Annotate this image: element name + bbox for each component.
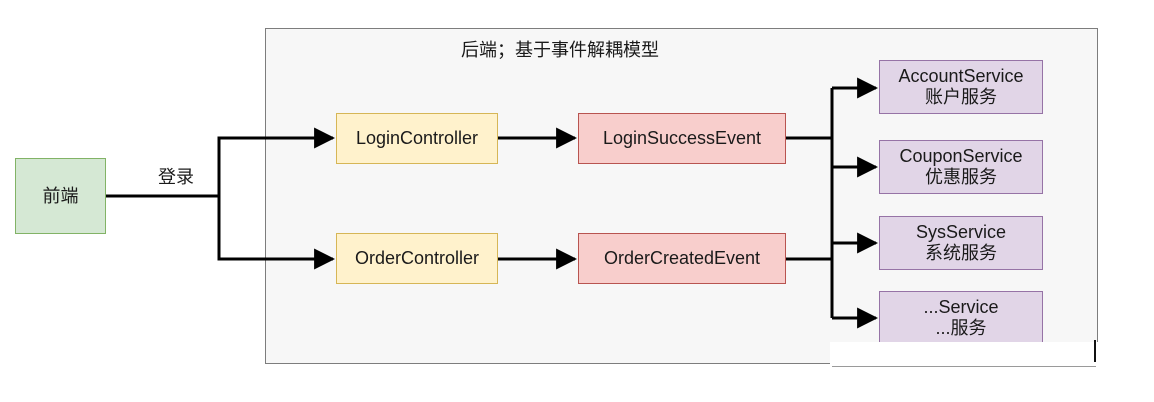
account-service-name: AccountService bbox=[898, 66, 1024, 86]
frontend-node: 前端 bbox=[15, 158, 106, 234]
crop-bottom-line bbox=[832, 366, 1096, 367]
sys-service-name: SysService bbox=[915, 222, 1007, 242]
login-success-event-label: LoginSuccessEvent bbox=[602, 128, 762, 148]
crop-overlay bbox=[830, 342, 1098, 368]
frontend-label: 前端 bbox=[42, 185, 79, 206]
login-edge-label: 登录 bbox=[158, 167, 194, 187]
edge-to-login-controller bbox=[217, 127, 336, 196]
edge-to-order-controller bbox=[217, 196, 336, 270]
backend-title: 后端；基于事件解耦模型 bbox=[461, 40, 659, 60]
more-service-name: ...Service bbox=[923, 297, 999, 317]
more-service-node: ...Service ...服务 bbox=[879, 291, 1043, 345]
order-created-event-node: OrderCreatedEvent bbox=[578, 233, 786, 284]
account-service-node: AccountService 账户服务 bbox=[879, 60, 1043, 114]
account-service-desc: 账户服务 bbox=[925, 87, 997, 107]
sys-service-desc: 系统服务 bbox=[925, 243, 997, 263]
order-controller-label: OrderController bbox=[354, 248, 480, 268]
coupon-service-name: CouponService bbox=[899, 146, 1023, 166]
login-success-event-node: LoginSuccessEvent bbox=[578, 113, 786, 164]
coupon-service-desc: 优惠服务 bbox=[925, 167, 997, 187]
sys-service-node: SysService 系统服务 bbox=[879, 216, 1043, 270]
login-controller-label: LoginController bbox=[355, 128, 479, 148]
more-service-desc: ...服务 bbox=[935, 318, 987, 338]
order-controller-node: OrderController bbox=[336, 233, 498, 284]
order-created-event-label: OrderCreatedEvent bbox=[603, 248, 761, 268]
crop-edge-line bbox=[1094, 340, 1096, 362]
coupon-service-node: CouponService 优惠服务 bbox=[879, 140, 1043, 194]
login-controller-node: LoginController bbox=[336, 113, 498, 164]
